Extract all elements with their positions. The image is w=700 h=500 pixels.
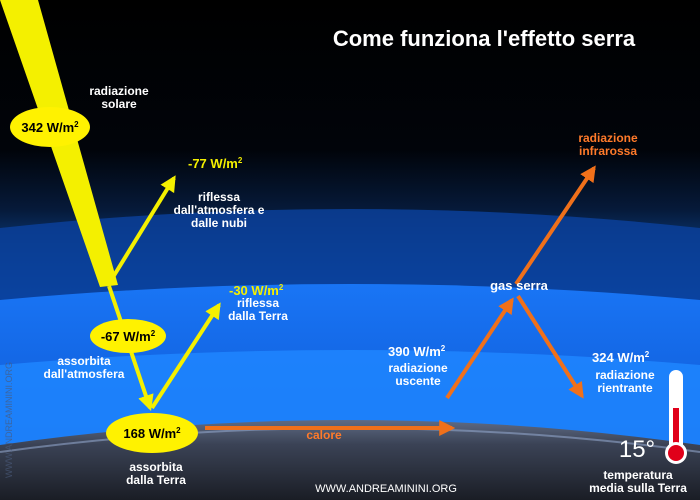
temperature-line2: media sulla Terra <box>589 481 687 495</box>
watermark-side: WWW.ANDREAMININI.ORG <box>4 362 14 478</box>
temperature-value: 15° <box>619 436 655 463</box>
temperature-line1: temperatura <box>603 468 673 482</box>
watermark-bottom: WWW.ANDREAMININI.ORG <box>315 483 457 495</box>
reflected-atmosphere-line2: dall'atmosfera e <box>174 203 265 217</box>
returning-line1: radiazione <box>595 368 655 382</box>
absorbed-atmosphere-value: -67 W/m2 <box>101 329 156 344</box>
solar-label-line1: radiazione <box>89 84 149 98</box>
infrared-line2: infrarossa <box>579 144 637 158</box>
reflected-earth-value: -30 W/m2 <box>229 283 284 298</box>
absorbed-earth-value: 168 W/m2 <box>123 426 181 441</box>
absorbed-atmosphere-line1: assorbita <box>57 354 111 368</box>
reflected-earth-arrow <box>150 302 221 410</box>
solar-value: 342 W/m2 <box>21 120 79 135</box>
reflected-earth-line1: riflessa <box>237 296 279 310</box>
infrared-escape-arrow <box>514 165 596 286</box>
returning-radiation-arrow <box>516 294 584 399</box>
reflected-earth-line2: dalla Terra <box>228 309 288 323</box>
solar-label-line2: solare <box>101 97 137 111</box>
absorbed-earth-line1: assorbita <box>129 460 183 474</box>
solar-value-ellipse <box>10 107 90 147</box>
reflected-atmosphere-value: -77 W/m2 <box>188 156 243 171</box>
reflected-atmosphere-line1: riflessa <box>198 190 240 204</box>
reflected-atmosphere-arrow <box>108 175 176 284</box>
infrared-line1: radiazione <box>578 131 638 145</box>
absorbed-earth-ellipse <box>106 413 198 453</box>
outgoing-line2: uscente <box>395 374 441 388</box>
heat-label: calore <box>306 428 342 442</box>
outgoing-value: 390 W/m2 <box>388 344 446 359</box>
thermometer-icon <box>665 370 687 464</box>
outgoing-radiation-arrow <box>445 297 514 400</box>
absorbed-atmosphere-ellipse <box>90 319 166 353</box>
reflected-atmosphere-line3: dalle nubi <box>191 216 247 230</box>
absorbed-atmosphere-line2: dall'atmosfera <box>44 367 125 381</box>
absorbed-earth-line2: dalla Terra <box>126 473 186 487</box>
outgoing-line1: radiazione <box>388 361 448 375</box>
greenhouse-gas-label: gas serra <box>490 278 549 293</box>
returning-line2: rientrante <box>597 381 653 395</box>
page-title: Come funziona l'effetto serra <box>333 26 636 51</box>
returning-value: 324 W/m2 <box>592 350 650 365</box>
